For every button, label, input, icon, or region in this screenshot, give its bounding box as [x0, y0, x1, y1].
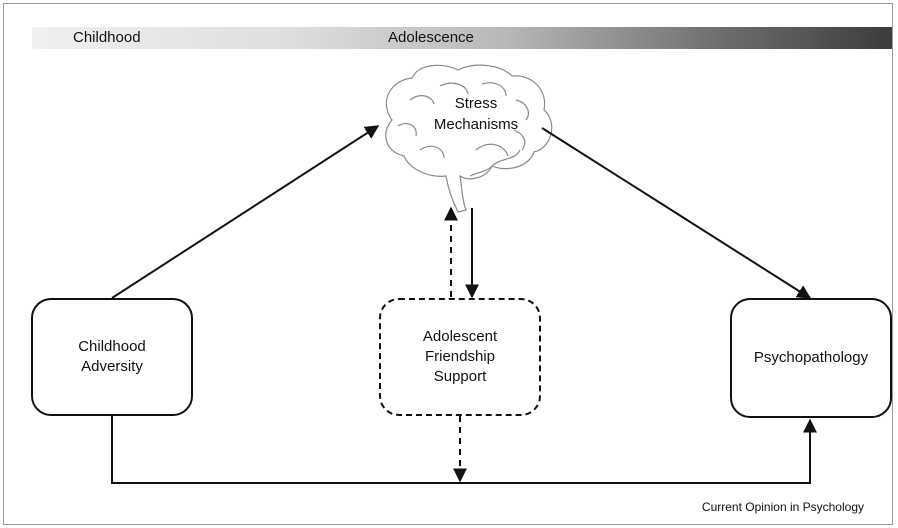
- source-credit: Current Opinion in Psychology: [701, 500, 864, 514]
- arrow-adversity-to-stress: [111, 125, 380, 299]
- arrow-adversity-to-psychopathology: [111, 416, 817, 484]
- node-psychopathology: Psychopathology: [730, 298, 892, 418]
- developmental-timeline-bar: [32, 27, 892, 49]
- node-childhood-adversity: Childhood Adversity: [31, 298, 193, 416]
- node-stress-mechanisms: Stress Mechanisms: [433, 95, 519, 133]
- brain-icon: [385, 64, 553, 213]
- timeline-label-childhood: Childhood: [73, 29, 141, 46]
- node-adolescent-friendship-support: Adolescent Friendship Support: [379, 298, 541, 416]
- arrow-stress-to-psychopathology: [541, 127, 812, 299]
- timeline-label-adolescence: Adolescence: [388, 29, 474, 46]
- figure-frame: [3, 3, 893, 525]
